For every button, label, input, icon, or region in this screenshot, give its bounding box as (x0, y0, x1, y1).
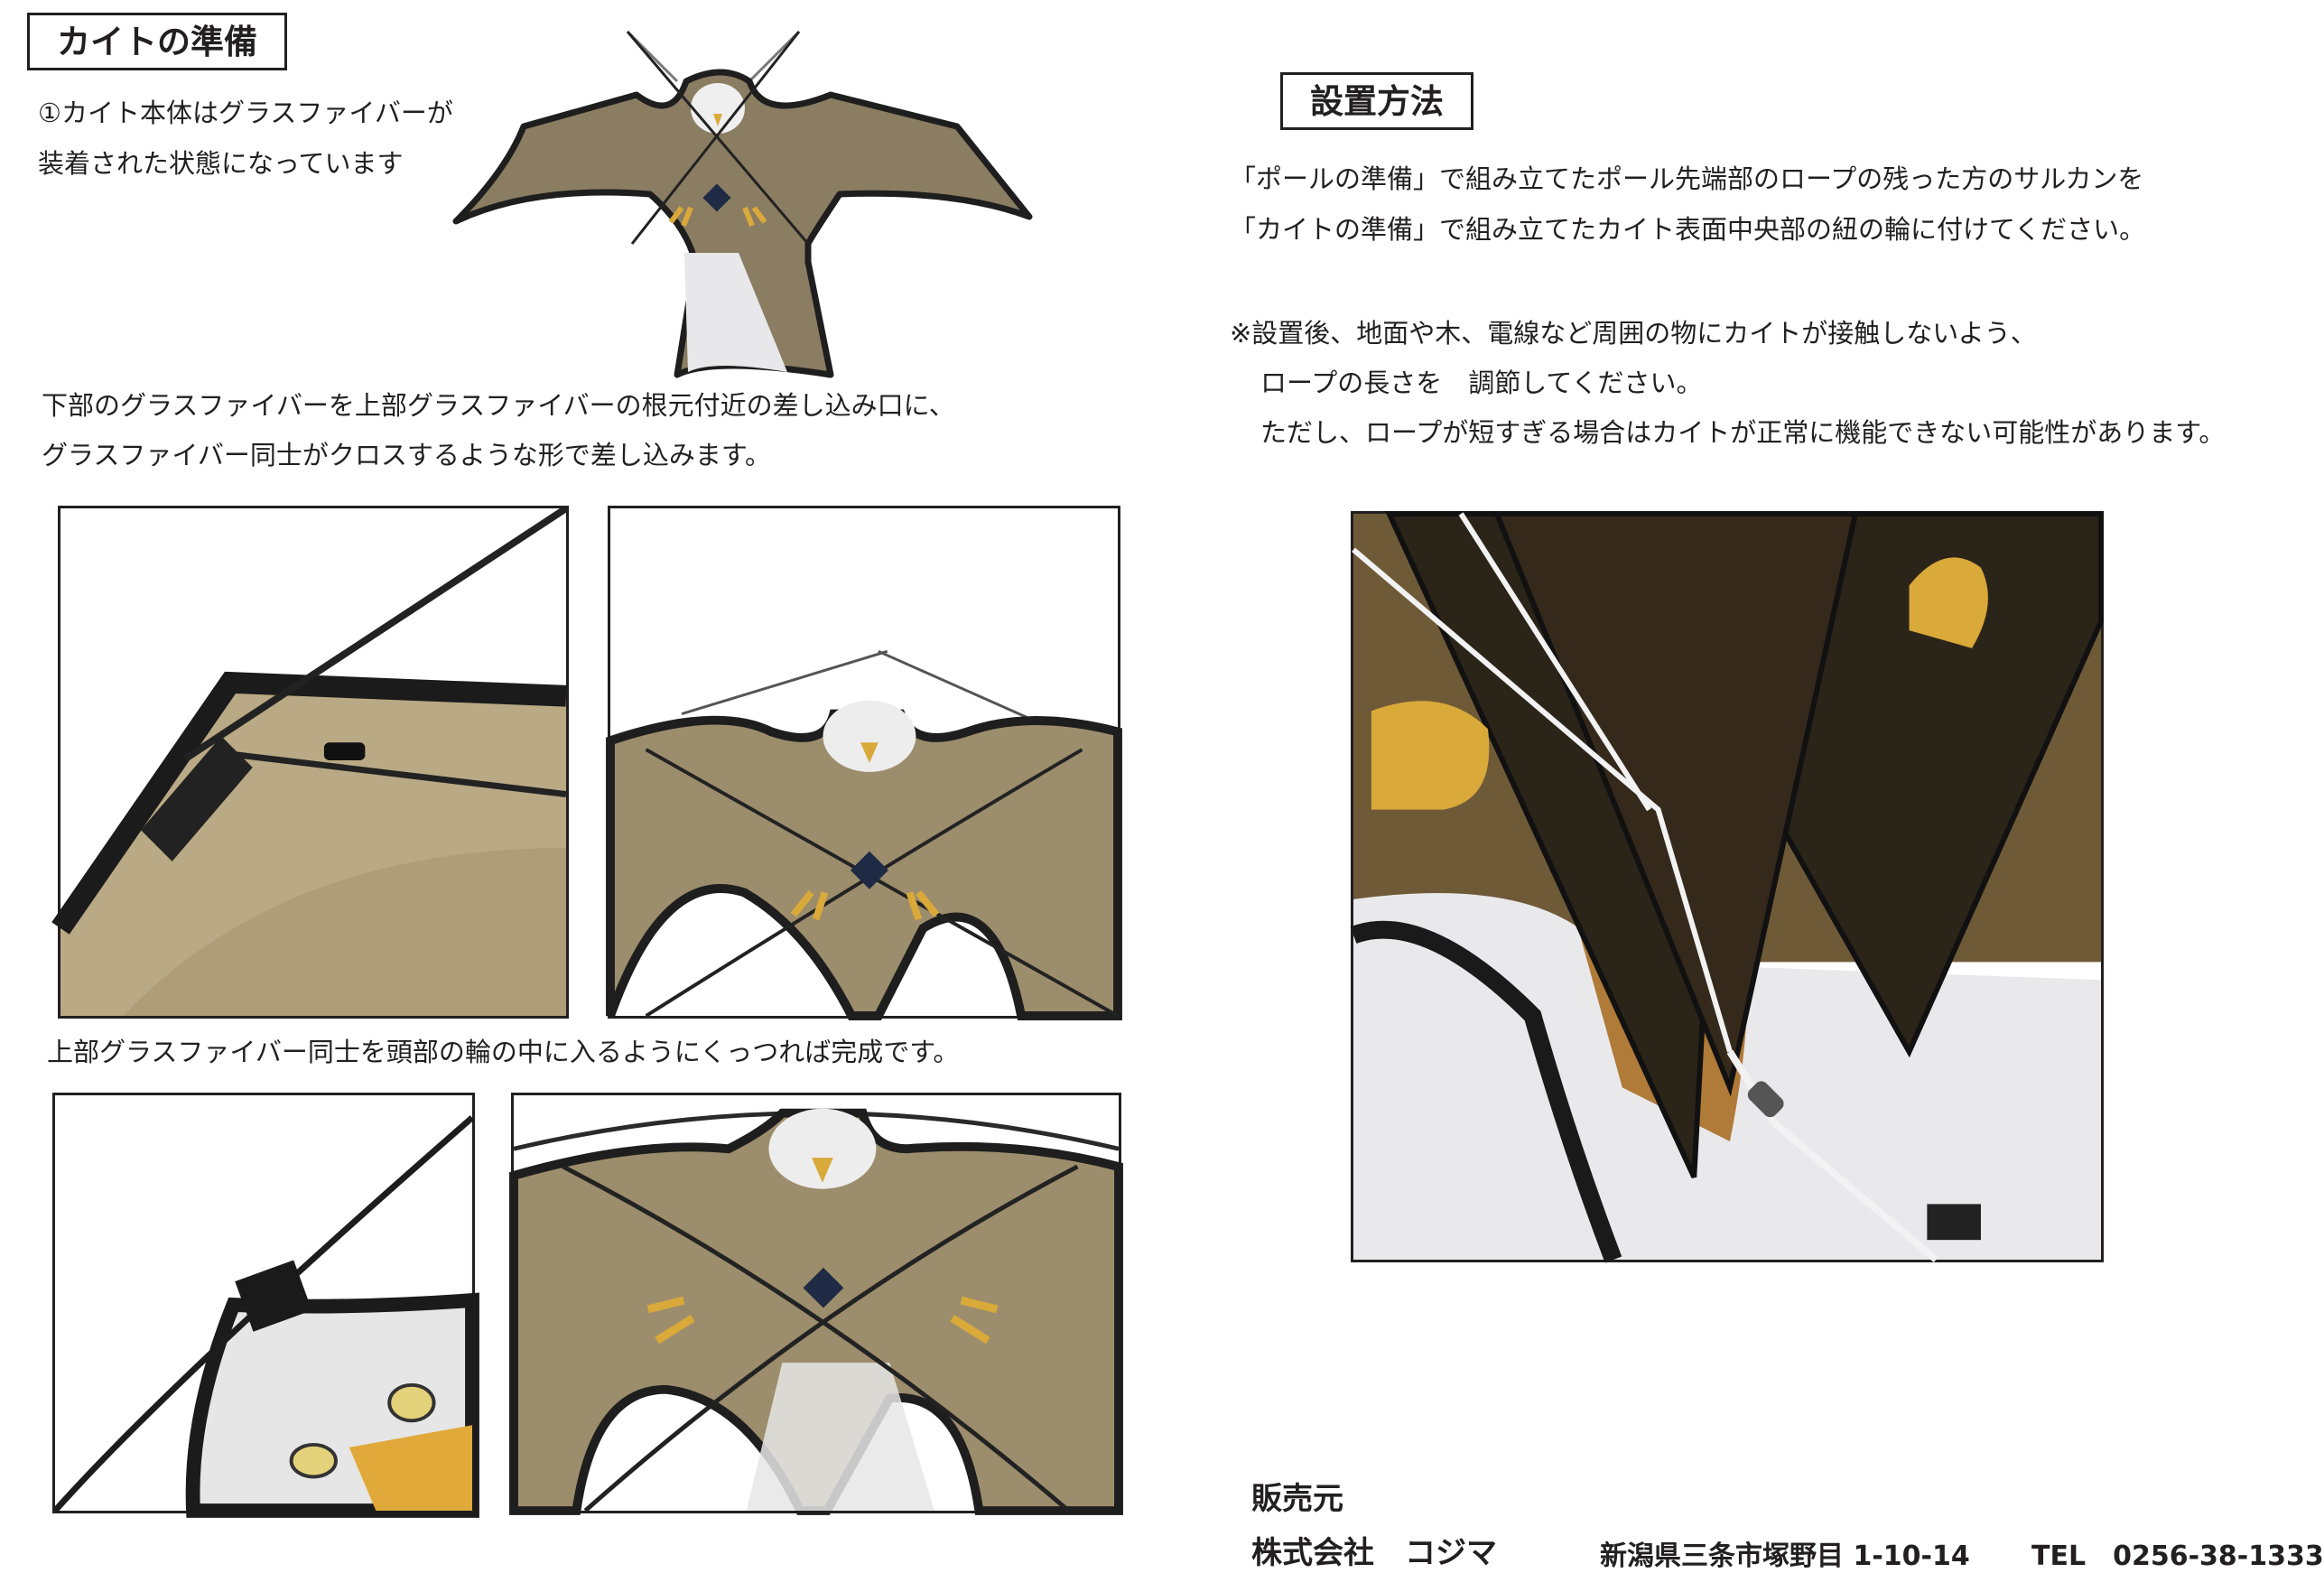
section-title-kite-prep: カイトの準備 (27, 13, 287, 70)
install-text-line2: 「カイトの準備」で組み立てたカイト表面中央部の紐の輪に付けてください。 (1230, 214, 2146, 245)
step3-text: 上部グラスファイバー同士を頭部の輪の中に入るようにくっつれば完成です。 (47, 1037, 960, 1067)
step2-text-line2: グラスファイバー同士がクロスするような形で差し込みます。 (42, 440, 771, 470)
step1-text-line1: ①カイト本体はグラスファイバーが (38, 98, 453, 128)
section-title-installation: 設置方法 (1280, 72, 1473, 130)
seller-label: 販売元 (1251, 1481, 1343, 1517)
company-tel: TEL 0256-38-1333 (2031, 1540, 2324, 1572)
step2-text-line1: 下部のグラスファイバーを上部グラスファイバーの根元付近の差し込み口に、 (42, 390, 955, 421)
install-text-line1: 「ポールの準備」で組み立てたポール先端部のロープの残った方のサルカンを (1230, 163, 2144, 194)
photo-kite-crossed-frame (606, 506, 1122, 1020)
photo-rope-attachment (1350, 511, 2104, 1263)
step1-text-line2: 装着された状態になっています (38, 148, 404, 179)
photo-wing-insert-closeup (51, 505, 569, 1019)
company-name: 株式会社 コジマ (1251, 1535, 1497, 1571)
kite-illustration (451, 27, 1033, 388)
install-note-line1: ※設置後、地面や木、電線など周囲の物にカイトが接触しないよう、 (1230, 318, 2037, 349)
photo-kite-completed (509, 1093, 1123, 1515)
company-address: 新潟県三条市塚野目 1-10-14 (1600, 1540, 1970, 1572)
install-note-line3: ただし、ロープが短すぎる場合はカイトが正常に機能できない可能性があります。 (1260, 417, 2226, 448)
install-note-line2: ロープの長さを 調節してください。 (1260, 368, 1703, 398)
photo-head-ring-closeup (52, 1093, 479, 1518)
